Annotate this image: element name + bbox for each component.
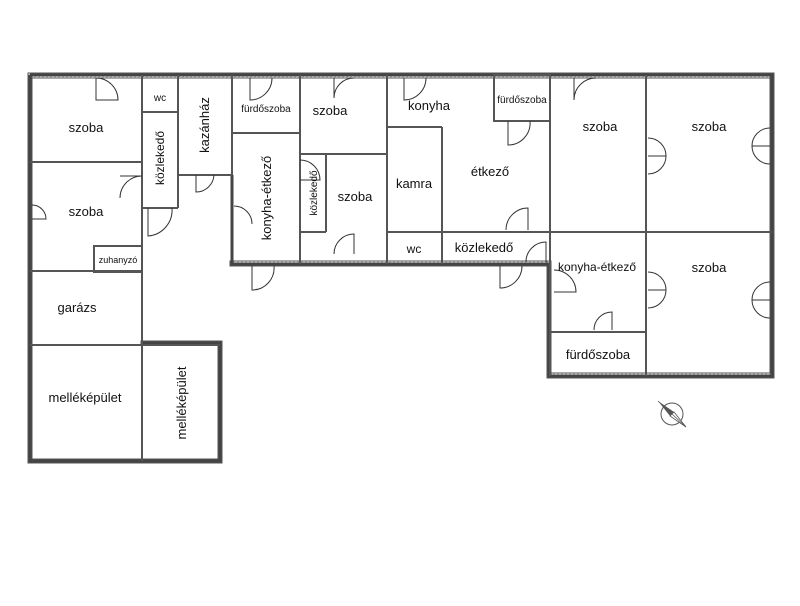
room-label: szoba bbox=[69, 204, 104, 219]
door-icon bbox=[593, 311, 613, 331]
door-icon bbox=[249, 77, 273, 101]
room-label: szoba bbox=[69, 120, 104, 135]
room-label: garázs bbox=[57, 300, 97, 315]
window-icon bbox=[751, 145, 771, 165]
window-icon bbox=[751, 127, 771, 147]
room-label: fürdőszoba bbox=[566, 347, 631, 362]
north-arrow-icon bbox=[657, 400, 687, 428]
room-label: szoba bbox=[583, 119, 618, 134]
room-label: konyha bbox=[408, 98, 451, 113]
door-icon bbox=[647, 289, 667, 309]
door-icon bbox=[507, 120, 531, 146]
door-icon bbox=[95, 77, 119, 101]
door-icon bbox=[233, 205, 253, 225]
door-icon bbox=[505, 207, 529, 231]
door-icon bbox=[647, 271, 667, 291]
interior-walls bbox=[30, 74, 772, 461]
door-icon bbox=[525, 241, 547, 263]
room-labels: szoba wc kazánház fürdőszoba szoba konyh… bbox=[49, 93, 728, 440]
door-icon bbox=[553, 269, 577, 293]
room-label: étkező bbox=[471, 164, 509, 179]
door-icon bbox=[333, 77, 355, 99]
door-icon bbox=[403, 77, 427, 101]
room-label: kazánház bbox=[197, 97, 212, 153]
room-label: közlekedő bbox=[309, 170, 320, 215]
room-label: fürdőszoba bbox=[497, 95, 547, 106]
door-icon bbox=[119, 175, 143, 199]
door-icon bbox=[251, 265, 275, 291]
room-label: wc bbox=[406, 242, 422, 256]
room-label: konyha-étkező bbox=[259, 156, 274, 241]
door-icon bbox=[299, 159, 321, 181]
room-label: fürdőszoba bbox=[241, 104, 291, 115]
door-icon bbox=[195, 174, 215, 193]
door-icon bbox=[647, 155, 667, 175]
door-swings bbox=[31, 77, 771, 331]
room-label: melléképület bbox=[49, 390, 122, 405]
room-label: szoba bbox=[692, 119, 727, 134]
door-icon bbox=[147, 207, 173, 237]
room-label: szoba bbox=[338, 189, 373, 204]
room-label: szoba bbox=[313, 103, 348, 118]
door-icon bbox=[499, 265, 523, 289]
room-label: zuhanyzó bbox=[99, 255, 138, 265]
room-label: szoba bbox=[692, 260, 727, 275]
room-label: konyha-étkező bbox=[558, 260, 636, 274]
room-label: közlekedő bbox=[153, 131, 167, 185]
room-label: közlekedő bbox=[455, 240, 514, 255]
door-icon bbox=[31, 204, 47, 220]
door-icon bbox=[647, 137, 667, 157]
door-icon bbox=[333, 233, 355, 255]
room-label: kamra bbox=[396, 176, 433, 191]
window-icon bbox=[751, 281, 771, 301]
door-icon bbox=[573, 77, 597, 101]
room-label: melléképület bbox=[174, 366, 189, 439]
room-label: wc bbox=[153, 93, 166, 104]
window-icon bbox=[751, 299, 771, 319]
